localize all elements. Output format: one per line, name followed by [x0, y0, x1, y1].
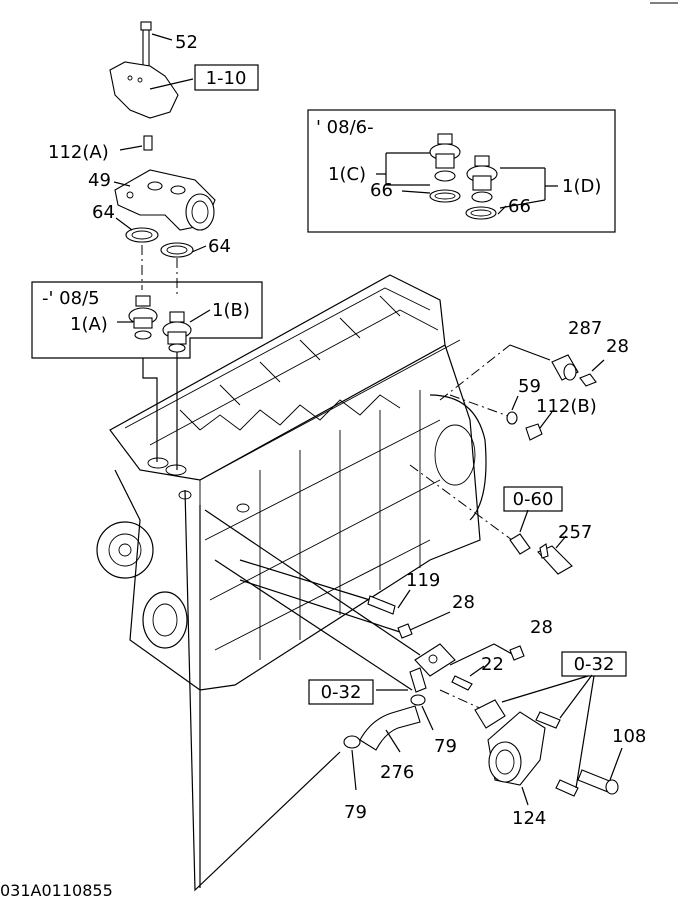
ref-box-0-32-left[interactable]: 0-32	[308, 679, 374, 705]
label-79-right: 79	[434, 736, 457, 757]
label-79-bottom: 79	[344, 802, 367, 823]
ref-box-0-32-left-label: 0-32	[321, 682, 362, 703]
plug-28-top	[579, 373, 597, 387]
label-1b: 1(B)	[212, 300, 250, 321]
plug-28-right	[509, 645, 525, 661]
label-22: 22	[481, 654, 504, 675]
o-ring-66-right	[465, 206, 497, 220]
label-1a: 1(A)	[70, 314, 108, 335]
bolt-upper-right	[535, 711, 561, 729]
inset-new-title: ' 08/6-	[316, 117, 374, 138]
ref-box-1-10[interactable]: 1-10	[194, 64, 259, 91]
label-49: 49	[88, 170, 111, 191]
label-119: 119	[406, 570, 440, 591]
o-ring-66-left	[429, 189, 461, 203]
thermostat-1b	[162, 311, 192, 353]
label-124: 124	[512, 808, 546, 829]
inset-old-title: -' 08/5	[42, 288, 100, 309]
label-59: 59	[518, 376, 541, 397]
label-287: 287	[568, 318, 602, 339]
label-66-left: 66	[370, 180, 393, 201]
label-108: 108	[612, 726, 646, 747]
ref-box-0-60-label: 0-60	[513, 489, 554, 510]
label-276: 276	[380, 762, 414, 783]
bolt-112b	[525, 423, 543, 441]
ref-box-1-10-label: 1-10	[206, 68, 247, 89]
label-28-right: 28	[530, 617, 553, 638]
thermostat-housing-49	[114, 169, 216, 231]
engine-block-illustration	[96, 274, 487, 691]
bracket	[109, 61, 179, 119]
flange-fitting	[409, 643, 456, 693]
clamp-79-bottom	[343, 735, 361, 749]
label-64-right: 64	[208, 236, 231, 257]
washer-59	[506, 411, 518, 425]
inset-old-thermostats	[31, 281, 263, 359]
diagram-code: 031A0110855	[0, 881, 113, 900]
plug-28-mid	[397, 623, 413, 639]
label-257: 257	[558, 522, 592, 543]
label-66-right: 66	[508, 196, 531, 217]
bolt-22	[451, 675, 473, 691]
gasket-64-left	[125, 227, 159, 243]
ref-box-0-32-right-label: 0-32	[574, 654, 615, 675]
bolt-119	[367, 595, 396, 615]
bolt-52	[140, 21, 152, 67]
inset-new-thermostats	[307, 109, 616, 233]
ref-box-0-32-right[interactable]: 0-32	[561, 651, 627, 677]
thermostat-1c	[429, 133, 461, 182]
hose-276	[359, 705, 421, 751]
label-112b: 112(B)	[536, 396, 597, 417]
water-outlet-124	[474, 699, 546, 786]
label-52: 52	[175, 32, 198, 53]
adapter-0-60	[509, 533, 531, 555]
sensor-257	[537, 543, 573, 575]
leader-1-10	[149, 78, 194, 90]
gasket-64-right	[160, 242, 194, 258]
pipe-108	[577, 769, 619, 795]
label-112a: 112(A)	[48, 142, 109, 163]
clamp-79-top	[410, 694, 426, 706]
label-64-left: 64	[92, 202, 115, 223]
fitting-287	[551, 354, 579, 381]
stud-112a	[143, 135, 153, 151]
ref-box-0-60[interactable]: 0-60	[503, 486, 563, 512]
label-28-middle: 28	[452, 592, 475, 613]
thermostat-1a	[128, 295, 158, 340]
thermostat-1d	[466, 155, 498, 203]
label-28-top: 28	[606, 336, 629, 357]
label-1d: 1(D)	[562, 176, 601, 197]
bolt-lower-right	[555, 779, 579, 797]
label-1c: 1(C)	[328, 164, 366, 185]
